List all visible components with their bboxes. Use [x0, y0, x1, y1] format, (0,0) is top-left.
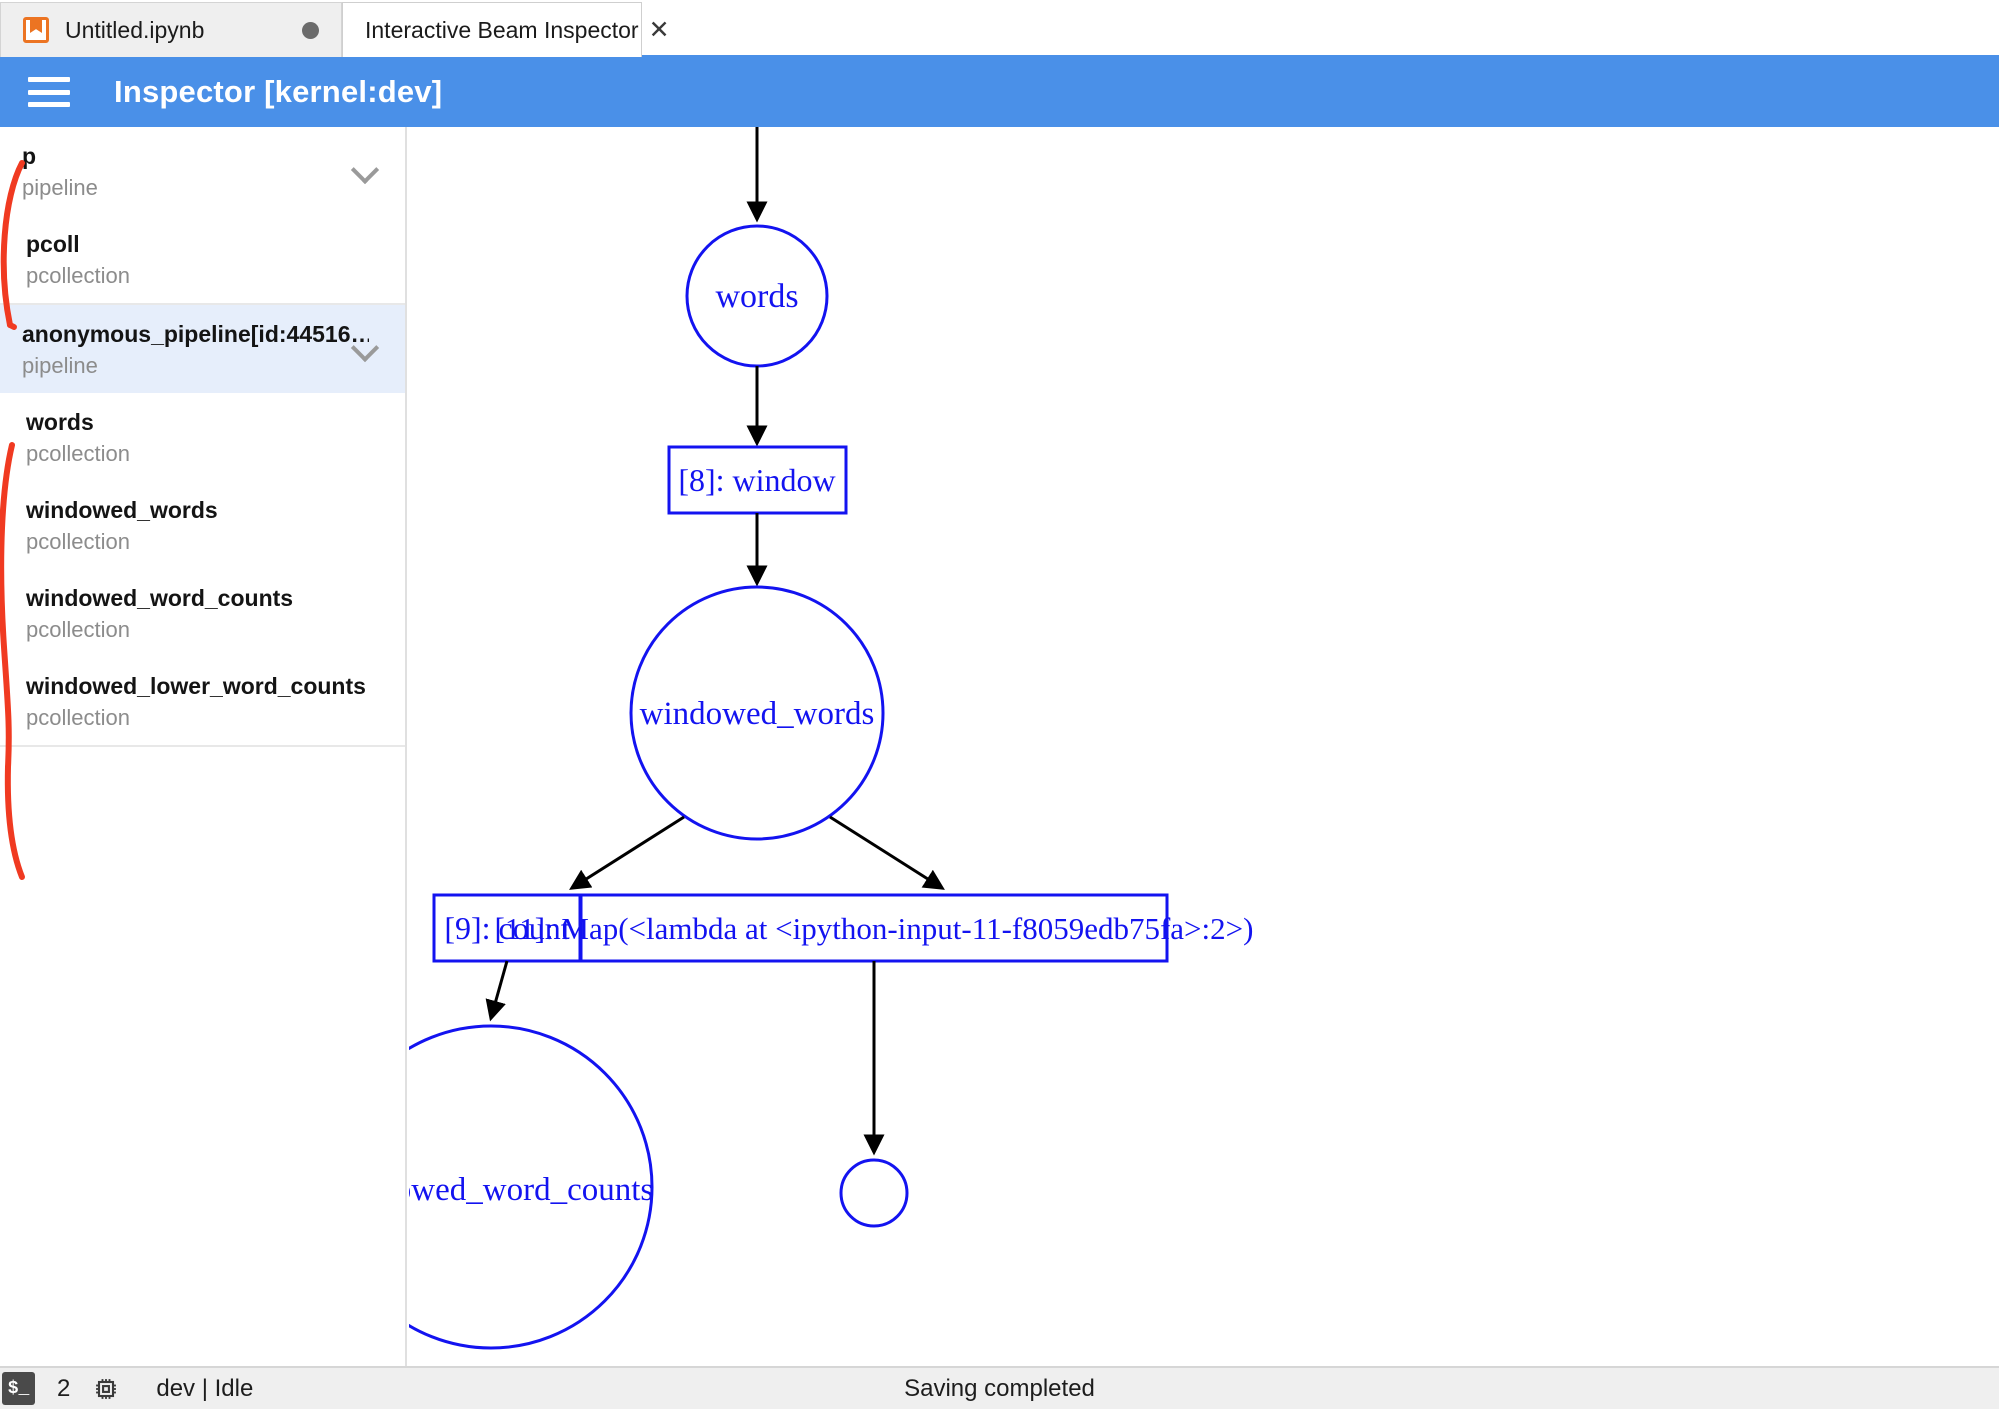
- tab-label: Interactive Beam Inspector: [365, 16, 639, 43]
- sidebar-item-words[interactable]: words pcollection: [0, 393, 405, 481]
- inspectable-name: words: [26, 409, 94, 435]
- inspectable-name: windowed_lower_word_counts: [26, 673, 366, 699]
- inspectables-sidebar[interactable]: p pipeline pcoll pcollection anonymous_p…: [0, 127, 407, 1366]
- node-window[interactable]: [667, 445, 848, 515]
- sidebar-item-windowed-word-counts[interactable]: windowed_word_counts pcollection: [0, 569, 405, 657]
- inspectable-type: pcollection: [26, 263, 130, 288]
- node-window-label: [8]: window: [678, 462, 835, 498]
- kernel-status[interactable]: dev | Idle: [156, 1374, 254, 1402]
- unsaved-changes-dot-icon[interactable]: [302, 21, 319, 39]
- inspector-body: p pipeline pcoll pcollection anonymous_p…: [0, 127, 1999, 1366]
- inspectable-type: pipeline: [22, 175, 98, 200]
- inspectable-type: pcollection: [26, 529, 130, 554]
- inspectable-name: windowed_words: [26, 497, 218, 523]
- inspectable-name: pcoll: [26, 231, 80, 257]
- status-message: Saving completed: [904, 1374, 1095, 1402]
- inspectable-name: windowed_word_counts: [26, 585, 294, 611]
- status-bar: $_ 2 dev | Idle Saving completed: [0, 1366, 1999, 1409]
- pipeline-graph-canvas[interactable]: words [8]: window windowed_words [9]: co…: [409, 127, 1999, 1366]
- hamburger-icon[interactable]: [28, 77, 70, 107]
- node-windowed-word-counts-label: windowed_word_counts: [409, 1172, 653, 1208]
- close-icon[interactable]: ✕: [648, 15, 670, 44]
- inspectable-type: pcollection: [26, 441, 130, 466]
- chevron-down-icon[interactable]: [353, 157, 377, 181]
- sidebar-item-windowed-words[interactable]: windowed_words pcollection: [0, 481, 405, 569]
- tab-interactive-beam-inspector[interactable]: Interactive Beam Inspector ✕: [342, 2, 670, 57]
- chevron-down-icon[interactable]: [353, 335, 377, 359]
- pipeline-dag: words [8]: window windowed_words [9]: co…: [409, 127, 1254, 1350]
- inspectable-group-anonymous-pipeline: anonymous_pipeline[id:44516… pipeline wo…: [0, 303, 405, 747]
- inspectable-name: anonymous_pipeline[id:44516…: [22, 321, 369, 347]
- edge-windowed-words-to-count: [569, 815, 685, 890]
- sidebar-item-pcoll[interactable]: pcoll pcollection: [0, 215, 405, 303]
- node-count-label: [9]: count: [444, 910, 569, 946]
- inspectable-type: pcollection: [26, 617, 130, 642]
- notebook-icon: [23, 17, 49, 43]
- tab-untitled-ipynb[interactable]: Untitled.ipynb: [0, 2, 342, 57]
- inspectable-group-p: p pipeline pcoll pcollection: [0, 127, 405, 303]
- inspectable-type: pcollection: [26, 705, 130, 730]
- inspector-header: Inspector [kernel:dev]: [0, 57, 1999, 127]
- tab-label: Untitled.ipynb: [65, 16, 205, 43]
- sidebar-item-windowed-lower-word-counts[interactable]: windowed_lower_word_counts pcollection: [0, 657, 405, 745]
- terminal-icon[interactable]: $_: [2, 1372, 35, 1405]
- node-words-label: words: [715, 278, 798, 315]
- edge-windowed-words-to-map: [829, 815, 945, 890]
- node-map-label: [11]: Map(<lambda at <ipython-input-11-f…: [495, 911, 1254, 946]
- node-windowed-words[interactable]: [629, 585, 885, 841]
- node-windowed-words-label: windowed_words: [640, 696, 875, 732]
- terminal-count: 2: [57, 1374, 71, 1402]
- tab-bar: Untitled.ipynb Interactive Beam Inspecto…: [0, 0, 1999, 57]
- inspectable-name: p: [22, 143, 37, 169]
- edge-count-to-windowed-word-counts: [485, 960, 509, 1022]
- sidebar-item-anonymous-pipeline[interactable]: anonymous_pipeline[id:44516… pipeline: [0, 305, 405, 393]
- node-windowed-word-counts[interactable]: [409, 1024, 654, 1350]
- page-title: Inspector [kernel:dev]: [114, 74, 443, 109]
- inspectable-type: pipeline: [22, 353, 98, 378]
- sidebar-item-p[interactable]: p pipeline: [0, 127, 405, 215]
- cpu-chip-icon[interactable]: [92, 1375, 120, 1403]
- node-output-pcollection[interactable]: [839, 1158, 909, 1228]
